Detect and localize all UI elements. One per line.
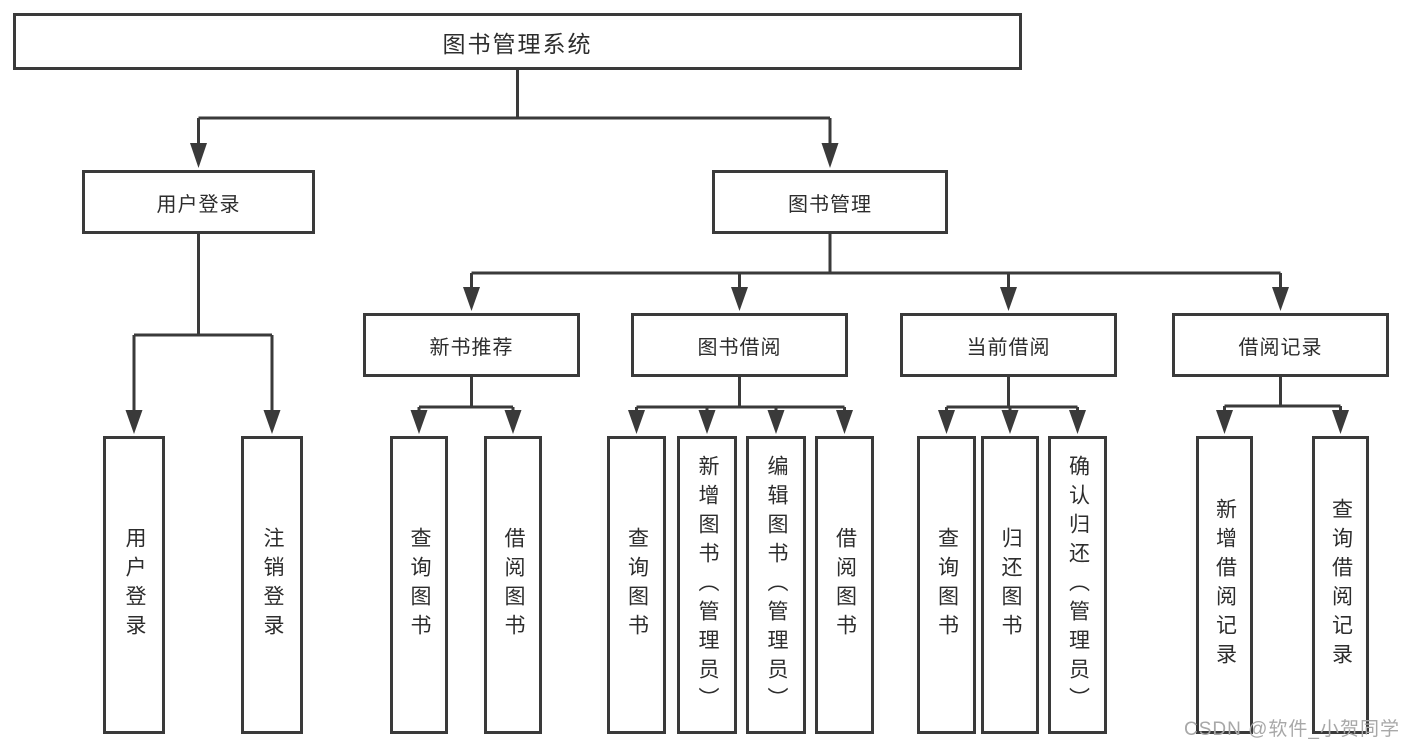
leaf-add-borrow-record-label: 新增借阅记录 — [1213, 498, 1237, 672]
leaf-query-books-recommend: 查询图书 — [390, 436, 448, 734]
node-borrowing-records-label: 借阅记录 — [1238, 336, 1323, 359]
leaf-return-book-label: 归还图书 — [999, 527, 1022, 643]
leaf-confirm-return-admin-label: 确认归还（管理员） — [1066, 454, 1090, 716]
leaf-query-books-current: 查询图书 — [917, 436, 976, 734]
node-current-borrowing: 当前借阅 — [900, 313, 1117, 377]
watermark: CSDN @软件_小贺同学 — [1184, 719, 1400, 740]
node-new-book-recommend-label: 新书推荐 — [429, 336, 514, 359]
node-book-management: 图书管理 — [712, 170, 948, 234]
leaf-logout: 注销登录 — [241, 436, 303, 734]
leaf-logout-label: 注销登录 — [261, 527, 284, 643]
leaf-edit-book-admin-label: 编辑图书（管理员） — [765, 454, 788, 716]
node-user-login: 用户登录 — [82, 170, 315, 234]
node-user-login-label: 用户登录 — [156, 193, 241, 216]
leaf-add-book-admin-label: 新增图书（管理员） — [696, 454, 719, 716]
leaf-query-books-recommend-label: 查询图书 — [408, 527, 431, 643]
leaf-user-login: 用户登录 — [103, 436, 165, 734]
leaf-add-book-admin: 新增图书（管理员） — [677, 436, 737, 734]
node-system-root: 图书管理系统 — [13, 13, 1022, 70]
node-book-borrowing-label: 图书借阅 — [697, 336, 782, 359]
leaf-query-books-borrowing: 查询图书 — [607, 436, 666, 734]
leaf-query-borrow-record-label: 查询借阅记录 — [1329, 498, 1353, 672]
node-book-borrowing: 图书借阅 — [631, 313, 848, 377]
node-new-book-recommend: 新书推荐 — [363, 313, 580, 377]
leaf-query-books-borrowing-label: 查询图书 — [625, 527, 649, 643]
leaf-query-books-current-label: 查询图书 — [935, 527, 959, 643]
node-current-borrowing-label: 当前借阅 — [966, 336, 1051, 359]
leaf-user-login-label: 用户登录 — [123, 527, 146, 643]
leaf-borrow-books: 借阅图书 — [815, 436, 874, 734]
leaf-return-book: 归还图书 — [981, 436, 1039, 734]
leaf-edit-book-admin: 编辑图书（管理员） — [746, 436, 806, 734]
leaf-add-borrow-record: 新增借阅记录 — [1196, 436, 1253, 734]
node-book-management-label: 图书管理 — [788, 193, 872, 216]
leaf-query-borrow-record: 查询借阅记录 — [1312, 436, 1369, 734]
leaf-borrow-books-recommend-label: 借阅图书 — [502, 527, 525, 643]
leaf-borrow-books-label: 借阅图书 — [833, 527, 857, 643]
node-system-root-label: 图书管理系统 — [442, 30, 593, 57]
leaf-confirm-return-admin: 确认归还（管理员） — [1048, 436, 1107, 734]
node-borrowing-records: 借阅记录 — [1172, 313, 1389, 377]
leaf-borrow-books-recommend: 借阅图书 — [484, 436, 542, 734]
